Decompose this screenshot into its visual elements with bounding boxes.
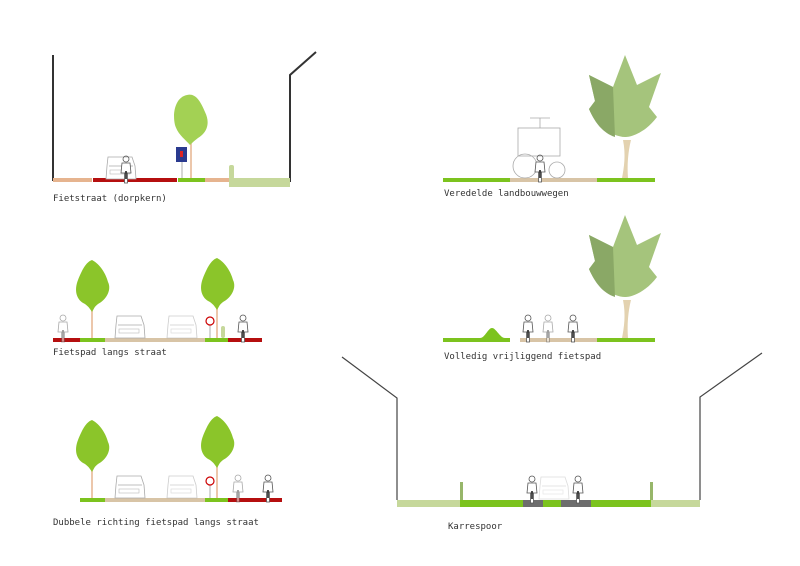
pedestrian-icon <box>57 314 69 343</box>
traffic-sign-icon <box>205 476 215 499</box>
profile-fietsstraat <box>52 51 317 187</box>
pedestrian-icon <box>542 314 554 343</box>
car-icon <box>114 315 146 339</box>
cyclist-icon <box>526 475 538 504</box>
cycle-street <box>93 178 177 182</box>
sidewalk-left <box>53 178 92 182</box>
tree-icon <box>201 258 235 310</box>
cyclestreet-sign-icon <box>176 147 187 178</box>
label-fietspad-langs-straat: Fietspad langs straat <box>53 348 167 358</box>
traffic-sign-icon <box>205 316 215 339</box>
cyclist-icon <box>232 474 244 503</box>
tree-icon <box>201 416 235 468</box>
profile-karrespoor <box>341 352 763 507</box>
label-karrespoor: Karrespoor <box>448 522 503 532</box>
car-icon <box>114 475 146 499</box>
car-icon <box>105 156 137 180</box>
car-icon <box>538 476 570 500</box>
cyclist-icon <box>534 154 546 183</box>
tree-trunk <box>622 140 631 178</box>
big-tree-icon <box>589 55 661 137</box>
profile-landbouwwegen <box>443 55 661 183</box>
cyclist-icon <box>262 474 274 503</box>
tree-icon <box>76 420 110 472</box>
facade-right <box>289 51 317 182</box>
sidewalk-right <box>205 178 229 182</box>
cyclist-icon <box>572 475 584 504</box>
profile-dubbele-richting <box>76 416 282 503</box>
label-fietsstraat: Fietstraat (dorpkern) <box>53 194 167 204</box>
tree-icon <box>76 260 110 312</box>
label-vrijliggend: Volledig vrijliggend fietspad <box>444 352 602 362</box>
label-dubbele-richting: Dubbele richting fietspad langs straat <box>53 518 259 528</box>
tree-icon <box>174 94 208 145</box>
car-icon <box>166 315 198 339</box>
label-landbouwwegen: Veredelde landbouwwegen <box>444 189 569 199</box>
cyclist-icon <box>567 314 579 343</box>
profile-fietspad-langs-straat <box>53 258 262 343</box>
cyclist-icon <box>237 314 249 343</box>
green-strip <box>178 178 205 182</box>
big-tree-icon <box>589 215 661 297</box>
verge <box>229 178 290 187</box>
cyclist-icon <box>522 314 534 343</box>
car-icon <box>166 475 198 499</box>
profile-vrijliggend <box>443 215 661 343</box>
